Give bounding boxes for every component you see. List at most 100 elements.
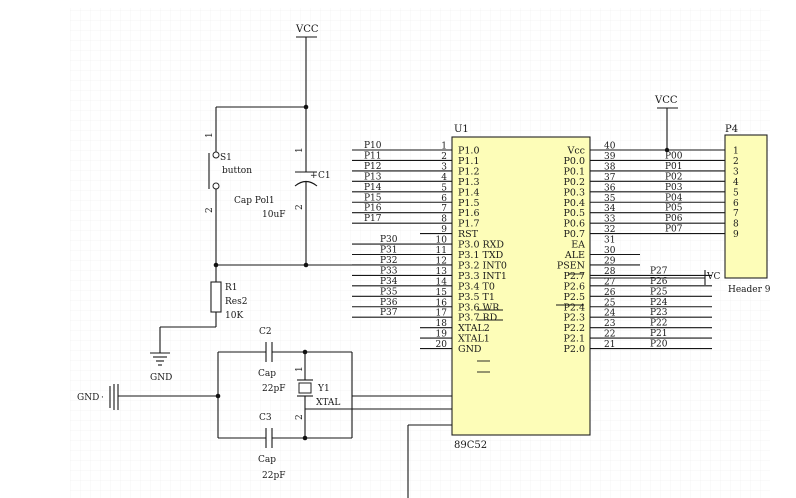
u1-pin-name-35: P0.4	[563, 198, 585, 209]
u1-pin-num-15: 15	[436, 288, 448, 298]
gnd-symbol-label: GND	[150, 373, 172, 383]
u1-pin-num-25: 25	[604, 298, 616, 308]
net-label-P00: P00	[665, 151, 683, 161]
u1-pin-num-2: 2	[441, 152, 447, 162]
net-label-P04: P04	[665, 193, 683, 203]
c1-value: 10uF	[262, 210, 286, 220]
u1-pin-name-15: P3.5 T1	[458, 292, 495, 303]
net-label-P17: P17	[364, 214, 382, 224]
net-label-P27: P27	[650, 266, 668, 276]
p4-pin-num-4: 4	[733, 178, 739, 188]
u1-pin-num-28: 28	[604, 267, 616, 277]
u1-pin-num-18: 18	[436, 319, 448, 329]
c1-pin2: 2	[295, 204, 305, 210]
net-label-P14: P14	[364, 183, 382, 193]
u1-pin-name-3: P1.2	[458, 166, 480, 177]
u1-pin-num-24: 24	[604, 309, 616, 319]
c3-value: 22pF	[262, 471, 285, 481]
u1-pin-num-6: 6	[441, 194, 447, 204]
rst-junction-c1	[303, 262, 309, 268]
y1-pin2: 2	[295, 414, 305, 420]
u1-pin-num-4: 4	[441, 173, 447, 183]
net-label-P03: P03	[665, 183, 683, 193]
button-top-contact	[212, 151, 220, 159]
net-label-P11: P11	[364, 151, 382, 161]
u1-pin-name-9: RST	[458, 229, 479, 240]
p4-ref: P4	[725, 124, 738, 135]
net-label-P16: P16	[364, 204, 382, 214]
c1-plus: +	[310, 171, 318, 181]
p4-pin-num-6: 6	[733, 199, 739, 209]
vcc-right-label: VCC	[654, 95, 678, 106]
u1-pin-name-5: P1.4	[458, 187, 480, 198]
p4-pin-num-1: 1	[733, 147, 739, 157]
p4-header-body	[724, 134, 768, 279]
u1-pin-name-6: P1.5	[458, 198, 480, 209]
net-label-P10: P10	[364, 141, 382, 151]
u1-pin-num-22: 22	[604, 330, 615, 340]
net-label-P12: P12	[364, 162, 382, 172]
u1-pin-num-10: 10	[436, 236, 448, 246]
u1-part: 89C52	[454, 440, 487, 451]
c1-name: Cap Pol1	[234, 196, 275, 206]
u1-pin-num-38: 38	[604, 162, 616, 172]
u1-pin-name-19: XTAL1	[458, 334, 490, 345]
net-label-P34: P34	[380, 277, 398, 287]
gnd-left-label: GND	[77, 393, 99, 403]
u1-pin-num-34: 34	[604, 204, 616, 214]
u1-pin-name-18: XTAL2	[458, 323, 490, 334]
c2-value: 22pF	[262, 384, 285, 394]
net-label-P05: P05	[665, 204, 683, 214]
u1-chip-body	[451, 136, 591, 436]
p4-pin-num-5: 5	[733, 188, 739, 198]
net-label-P37: P37	[380, 308, 398, 318]
c3-ref: C3	[259, 413, 272, 423]
u1-pin-num-27: 27	[604, 277, 616, 287]
u1-pin-num-1: 1	[441, 142, 447, 152]
u1-pin-name-16: P3.6 WR	[458, 302, 500, 313]
u1-pin-name-38: P0.1	[563, 166, 585, 177]
u1-pin-num-20: 20	[436, 340, 448, 350]
u1-pin-name-26: P2.5	[563, 292, 585, 303]
u1-pin-name-24: P2.3	[563, 313, 585, 324]
net-label-P22: P22	[650, 319, 668, 329]
u1-pin-num-13: 13	[436, 267, 448, 277]
net-label-P33: P33	[380, 266, 398, 276]
u1-pin-num-32: 32	[604, 225, 615, 235]
u1-pin-num-26: 26	[604, 288, 616, 298]
u1-pin-num-5: 5	[441, 183, 447, 193]
c3-name: Cap	[258, 455, 276, 465]
y1-name: XTAL	[316, 398, 340, 408]
u1-pin-name-25: P2.4	[563, 302, 585, 313]
u1-pin-name-37: P0.2	[563, 177, 585, 188]
button-pin2: 2	[205, 207, 215, 213]
net-label-P20: P20	[650, 340, 668, 350]
r1-name: Res2	[225, 297, 247, 307]
u1-pin-num-3: 3	[441, 162, 447, 172]
p4-name: Header 9	[728, 285, 771, 295]
net-label-P24: P24	[650, 298, 668, 308]
y1-ref: Y1	[317, 384, 330, 394]
u1-pin-num-14: 14	[436, 277, 448, 287]
p4-pin-num-8: 8	[733, 220, 739, 230]
c1-ref: C1	[318, 171, 331, 181]
p4-pin-num-3: 3	[733, 167, 739, 177]
u1-pin-num-19: 19	[436, 330, 448, 340]
u1-pin-name-13: P3.3 INT1	[458, 271, 507, 282]
u1-pin-name-36: P0.3	[563, 187, 585, 198]
net-label-P23: P23	[650, 308, 668, 318]
u1-pin-num-39: 39	[604, 152, 616, 162]
u1-pin-num-23: 23	[604, 319, 616, 329]
button-ref: S1	[220, 153, 232, 163]
net-label-P06: P06	[665, 214, 683, 224]
u1-pin-name-4: P1.3	[458, 177, 480, 188]
u1-pin-num-40: 40	[604, 142, 616, 152]
net-label-P25: P25	[650, 287, 668, 297]
c1-plate-curved	[294, 180, 318, 187]
u1-pin-num-8: 8	[441, 215, 447, 225]
p4-pin-num-2: 2	[733, 157, 739, 167]
u1-ref: U1	[454, 124, 469, 135]
